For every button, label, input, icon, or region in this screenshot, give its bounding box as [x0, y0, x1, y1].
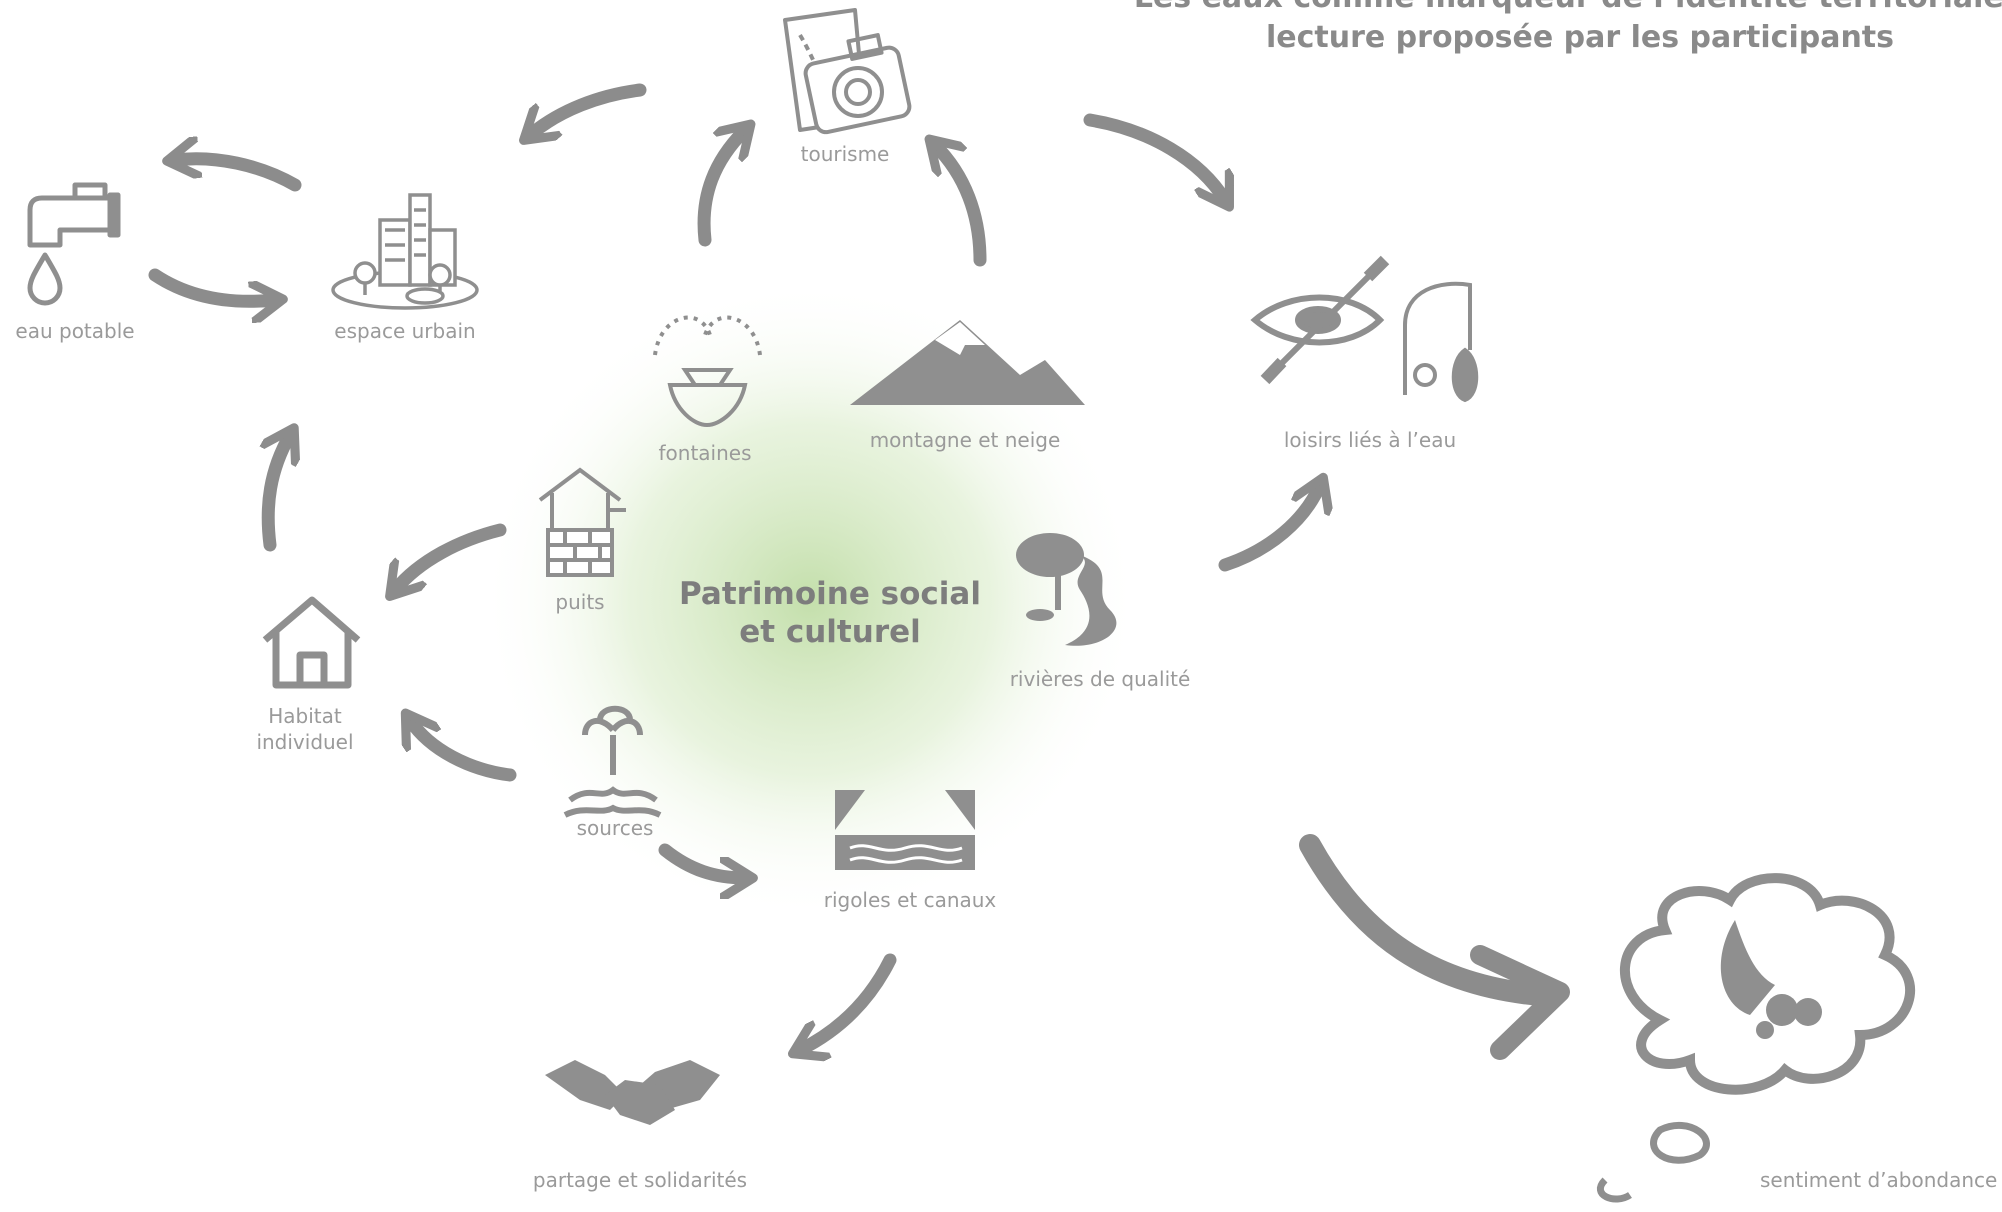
label-habitat-line-2: individuel [256, 730, 354, 754]
arrow-tourisme-loisirs [1083, 113, 1225, 200]
arrow-tourisme-espace [530, 83, 647, 135]
label-rivieres: rivières de qualité [1009, 667, 1191, 691]
cornucopia-cloud-icon [1596, 873, 1916, 1203]
arrow-eau-espace [148, 268, 275, 301]
label-fontaines: fontaines [658, 441, 752, 465]
label-abondance: sentiment d’abondance [1760, 1168, 1998, 1192]
house-icon [262, 596, 361, 689]
fishing-icon [1403, 281, 1479, 403]
center-label: Patrimoine social et culturel [660, 575, 1000, 651]
well-icon [538, 467, 626, 577]
city-icon [331, 193, 479, 310]
river-icon [1016, 533, 1117, 646]
spring-icon [563, 705, 662, 818]
map-camera-icon [783, 8, 912, 135]
arrow-sources-rigoles [658, 843, 745, 878]
arrow-montagne-tourisme [935, 145, 987, 267]
label-sources: sources [576, 816, 654, 840]
label-loisirs: loisirs liés à l’eau [1283, 428, 1457, 452]
fountain-icon [653, 315, 762, 428]
arrow-rigoles-partage [800, 953, 897, 1050]
handshake-icon [545, 1060, 720, 1125]
arrow-big-abondance [1299, 834, 1551, 1006]
label-tourisme: tourisme [800, 142, 890, 166]
arrow-espace-eau [175, 159, 302, 192]
arrow-sources-tourisme [697, 130, 745, 247]
arrow-rivieres-loisirs [1218, 485, 1320, 572]
arrow-habitat-espace [268, 435, 290, 552]
center-line-1: Patrimoine social [679, 576, 981, 612]
diagram-title: Les eaux comme marqueur de l’identité te… [1130, 0, 2002, 58]
mountain-icon [850, 320, 1085, 405]
label-eau-potable: eau potable [15, 319, 135, 343]
label-partage: partage et solidarités [532, 1168, 748, 1192]
arrows [148, 83, 1320, 1050]
canal-icon [835, 790, 975, 870]
label-habitat: Habitat individuel [240, 703, 370, 755]
arrow-puits-habitat [395, 523, 507, 590]
center-line-2: et culturel [739, 614, 921, 650]
arrow-sources-habitat [410, 720, 517, 782]
title-line-2: lecture proposée par les participants [1265, 20, 1895, 55]
label-habitat-line-1: Habitat [268, 704, 342, 728]
label-puits: puits [555, 590, 605, 614]
label-montagne: montagne et neige [869, 428, 1061, 452]
center-glow [480, 280, 1140, 920]
title-line-1: Les eaux comme marqueur de l’identité te… [1130, 0, 2002, 18]
label-rigoles: rigoles et canaux [823, 888, 997, 912]
tap-icon [27, 182, 121, 306]
kayak-icon [1250, 255, 1390, 385]
label-espace-urbain: espace urbain [334, 319, 476, 343]
